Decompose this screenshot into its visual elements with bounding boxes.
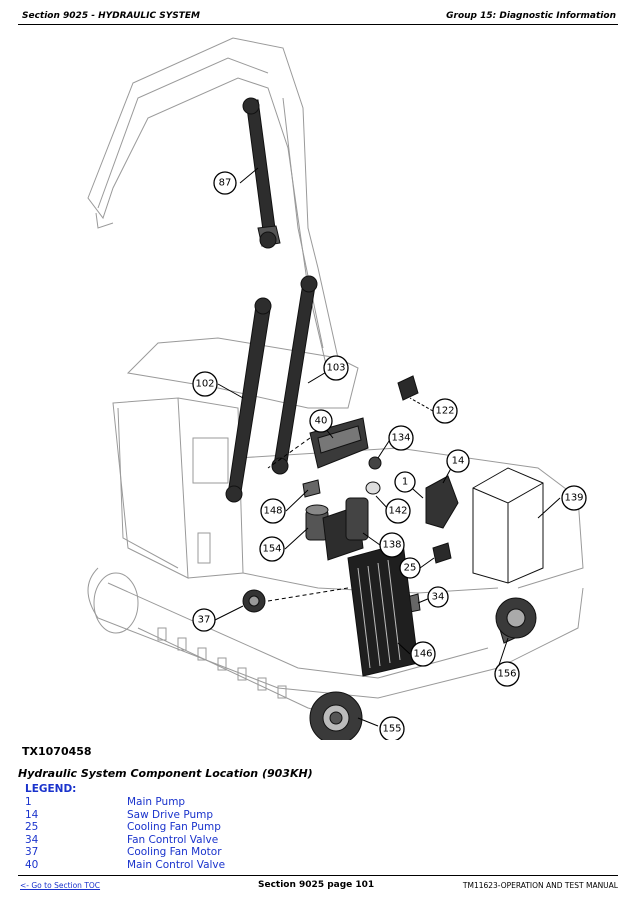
callout-122: 122 [432, 398, 458, 424]
callout-142: 142 [385, 498, 411, 524]
legend-number: 14 [25, 808, 39, 821]
callout-1: 1 [394, 471, 416, 493]
legend-label: Cooling Fan Motor [127, 846, 222, 858]
hydraulic-component-illustration: 87 102 103 40 122 134 14 1 139 148 142 1… [87, 37, 587, 740]
legend-number: 40 [25, 858, 39, 871]
legend-item: 14 Saw Drive Pump [25, 809, 325, 822]
boom-cylinders [225, 97, 318, 503]
svg-text:14: 14 [452, 456, 465, 467]
callout-37: 37 [192, 608, 216, 632]
callout-34: 34 [427, 586, 449, 608]
callout-14: 14 [446, 449, 470, 473]
figure-id: TX1070458 [22, 745, 92, 758]
svg-text:87: 87 [219, 178, 232, 189]
callout-138: 138 [379, 532, 405, 558]
callout-155: 155 [379, 716, 405, 740]
svg-text:122: 122 [435, 406, 454, 417]
callout-102: 102 [192, 371, 218, 397]
legend-label: Main Control Valve [127, 858, 226, 871]
callout-40: 40 [309, 409, 333, 433]
svg-text:34: 34 [432, 592, 445, 603]
svg-text:142: 142 [388, 506, 407, 517]
figure-title: Hydraulic System Component Location (903… [18, 767, 313, 780]
svg-text:139: 139 [564, 493, 583, 504]
legend-number: 1 [25, 796, 32, 808]
components [242, 375, 544, 740]
legend-item: 40 Main Control Valve [25, 859, 325, 872]
callout-134: 134 [388, 425, 414, 451]
section-title: Section 9025 - HYDRAULIC SYSTEM [22, 11, 200, 21]
callout-87: 87 [213, 171, 237, 195]
group-title: Group 15: Diagnostic Information [446, 11, 616, 21]
svg-text:103: 103 [326, 363, 345, 374]
page-number: Section 9025 page 101 [258, 880, 375, 890]
svg-text:156: 156 [497, 669, 516, 680]
callout-103: 103 [323, 355, 349, 381]
legend-label: Cooling Fan Pump [127, 821, 221, 833]
legend-number: 37 [25, 846, 39, 858]
callout-154: 154 [259, 536, 285, 562]
legend-item: 25 Cooling Fan Pump [25, 821, 325, 834]
legend-item: 34 Fan Control Valve [25, 834, 325, 847]
svg-text:138: 138 [382, 540, 401, 551]
go-to-section-toc-link[interactable]: <- Go to Section TOC [20, 881, 101, 890]
svg-text:154: 154 [262, 544, 281, 555]
callout-148: 148 [260, 498, 286, 524]
callout-139: 139 [561, 485, 587, 511]
legend-label: Main Pump [127, 796, 186, 808]
legend-label: Fan Control Valve [127, 833, 219, 846]
legend-heading: LEGEND: [25, 783, 77, 795]
legend-item: 37 Cooling Fan Motor [25, 846, 325, 859]
legend-number: 25 [25, 821, 39, 833]
svg-text:25: 25 [404, 563, 417, 574]
svg-text:155: 155 [382, 724, 401, 735]
svg-text:134: 134 [391, 433, 410, 444]
svg-text:40: 40 [315, 416, 328, 427]
svg-text:102: 102 [195, 379, 214, 390]
page-footer: <- Go to Section TOC Section 9025 page 1… [18, 875, 618, 894]
svg-text:37: 37 [198, 615, 211, 626]
callout-146: 146 [410, 641, 436, 667]
legend-list: 1 Main Pump 14 Saw Drive Pump 25 Cooling… [25, 796, 325, 871]
page-header: Section 9025 - HYDRAULIC SYSTEM Group 15… [18, 8, 618, 25]
legend-number: 34 [25, 833, 39, 846]
legend-label: Saw Drive Pump [127, 808, 214, 821]
machine-outline [112, 337, 584, 594]
manual-title: TM11623-OPERATION AND TEST MANUAL [462, 881, 618, 890]
legend-item: 1 Main Pump [25, 796, 325, 809]
callout-156: 156 [494, 661, 520, 687]
svg-text:1: 1 [402, 477, 408, 488]
svg-text:146: 146 [413, 649, 432, 660]
svg-text:148: 148 [263, 506, 282, 517]
callout-25: 25 [399, 557, 421, 579]
